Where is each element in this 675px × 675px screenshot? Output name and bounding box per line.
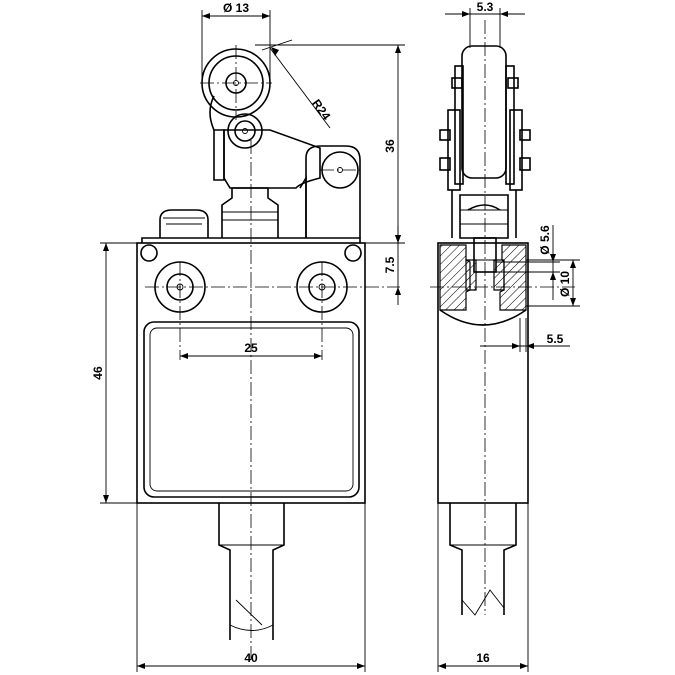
- cover-plate: [143, 321, 360, 498]
- corner-boss-left: [140, 244, 158, 262]
- cover-plate-inner: [149, 327, 354, 492]
- side-roller: [461, 45, 507, 179]
- side-actuator: [439, 45, 531, 239]
- dim-depth-5-5: 5.5: [547, 332, 564, 346]
- dim-radius: R24: [309, 97, 333, 123]
- front-dimensions: Ø 13 R24 36 7.5 25 46: [91, 1, 405, 672]
- dim-width-5-3: 5.3: [477, 0, 494, 14]
- plunger: [221, 187, 279, 238]
- side-section-curve: [439, 309, 527, 326]
- side-dimensions: 5.3 Ø 5.6 Ø 10 5.5 16: [437, 0, 580, 672]
- side-cable-gland: [449, 503, 517, 616]
- cable-gland: [218, 503, 285, 640]
- corner-boss-right: [344, 244, 362, 262]
- dim-dia-5-6: Ø 5.6: [538, 225, 552, 255]
- dim-height-7-5: 7.5: [383, 256, 397, 273]
- dim-width-16: 16: [476, 651, 490, 665]
- dim-hole-pitch: 25: [244, 341, 258, 355]
- top-screw: [159, 209, 209, 238]
- dim-dia-10: Ø 10: [558, 271, 572, 297]
- front-view: [136, 45, 400, 660]
- dim-height-36: 36: [383, 139, 397, 153]
- dim-height-46: 46: [91, 366, 105, 380]
- side-housing-body: [437, 242, 529, 504]
- dim-width-40: 40: [244, 651, 258, 665]
- side-view: [430, 20, 575, 616]
- lever-hub: [227, 113, 263, 149]
- dim-roller-diameter: Ø 13: [223, 1, 249, 15]
